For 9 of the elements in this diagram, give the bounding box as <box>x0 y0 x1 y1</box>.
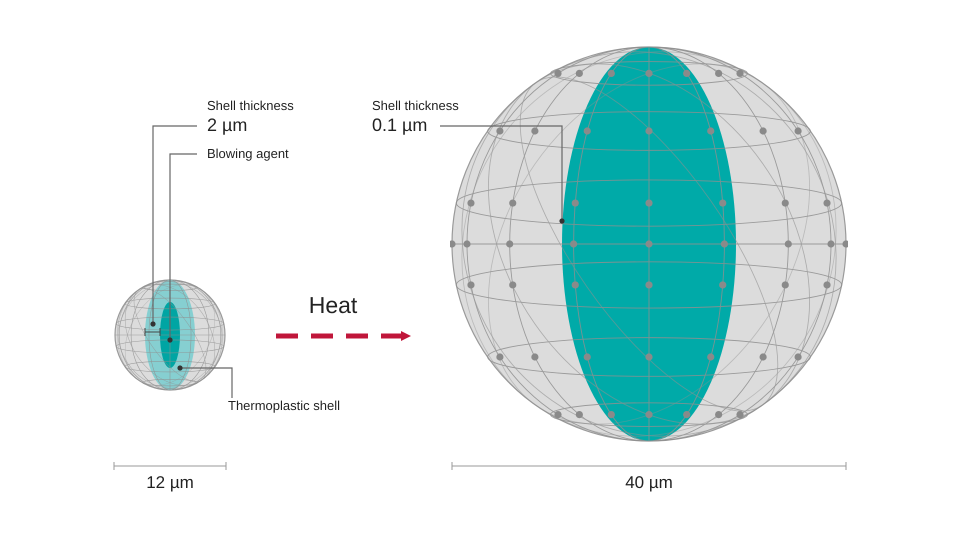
dimension-label: 40 µm <box>625 473 673 493</box>
measurement-value: 2 µm <box>207 114 248 136</box>
callout-label: Thermoplastic shell <box>228 398 340 414</box>
measurement-value: 0.1 µm <box>372 114 428 136</box>
dimension-label: 12 µm <box>146 473 194 493</box>
callout-label: Blowing agent <box>207 146 289 162</box>
callout-label: Shell thickness <box>207 98 294 114</box>
callout-label: Shell thickness <box>372 98 459 114</box>
edge-label: Heat <box>308 294 358 317</box>
